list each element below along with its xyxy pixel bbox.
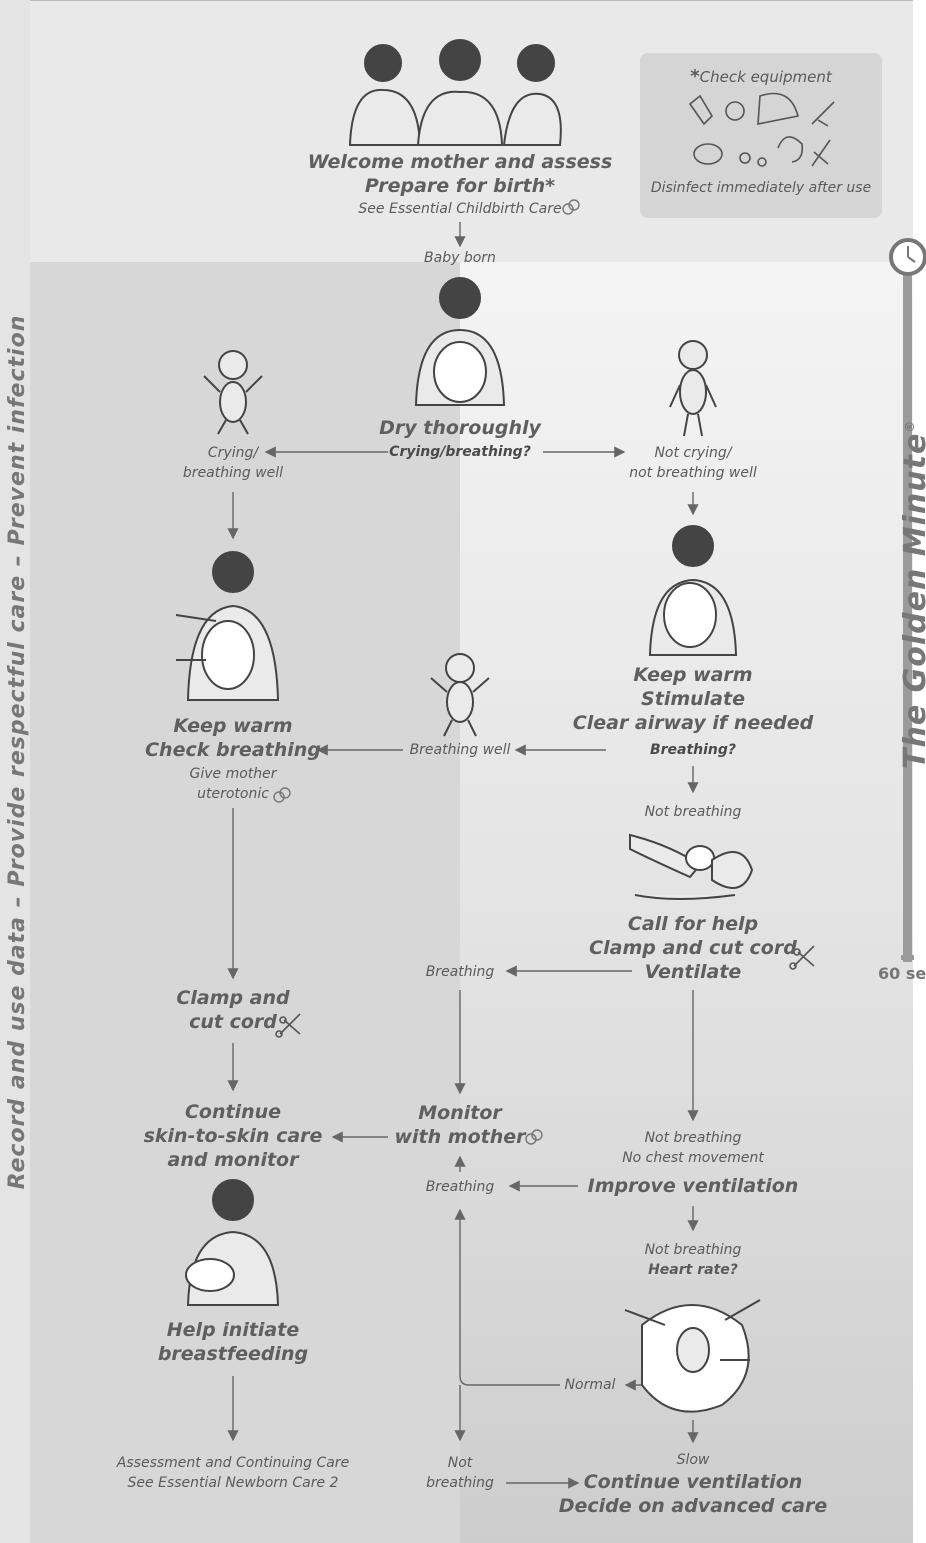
crying-branch: Crying/breathing well: [182, 445, 284, 481]
asterisk: *: [690, 66, 700, 87]
baby-crying-illustration: [203, 350, 263, 435]
breathing-label-2: Breathing: [425, 1179, 495, 1195]
improve-ventilation: Improve ventilation: [587, 1175, 799, 1197]
normal-label: Normal: [564, 1377, 616, 1393]
equipment-box: [640, 53, 882, 218]
left-panel: [30, 262, 460, 1543]
baby-limp-illustration: [669, 340, 717, 437]
scissors-icons: [275, 945, 815, 1038]
childbirth-care-link[interactable]: See Essential Childbirth Care: [358, 201, 562, 217]
arrow-normal-loop: [454, 1208, 560, 1386]
timer-end-label: 60 se: [878, 964, 926, 983]
crying-breathing-question: Crying/breathing?: [389, 444, 531, 460]
link-icons: [273, 199, 580, 1145]
baby-breathing-illustration: [430, 653, 490, 737]
clock-icon: [889, 238, 926, 276]
equipment-footer: Disinfect immediately after use: [650, 180, 872, 196]
heart-rate-question: Heart rate?: [648, 1262, 738, 1278]
welcome-people-illustration: [348, 39, 562, 146]
equipment-title: *Check equipment: [690, 66, 832, 87]
timer-bar: [901, 272, 914, 962]
not-crying-branch: Not crying/not breathing well: [629, 445, 757, 481]
baby-born-label: Baby born: [424, 250, 496, 266]
mother-warming-right-illustration: [648, 525, 738, 656]
mother-warming-left-illustration: [175, 551, 280, 701]
not-breathing-label-1: Not breathing: [644, 804, 742, 820]
equipment-icons: [688, 92, 835, 167]
ventilation-illustration: [629, 833, 754, 900]
breathing-well-label: Breathing well: [409, 742, 511, 758]
golden-minute-label: The Golden Minute®: [898, 419, 926, 769]
slow-label: Slow: [676, 1452, 710, 1468]
dry-thoroughly: Dry thoroughly: [379, 417, 541, 439]
heart-rate-check-illustration: [624, 1299, 761, 1413]
breathing-question: Breathing?: [649, 742, 737, 758]
mother-drying-illustration: [414, 277, 506, 406]
mother-breastfeeding-illustration: [185, 1179, 280, 1306]
registered-mark: ®: [903, 419, 917, 433]
side-band: [0, 0, 30, 1543]
breathing-label-1: Breathing: [425, 964, 495, 980]
